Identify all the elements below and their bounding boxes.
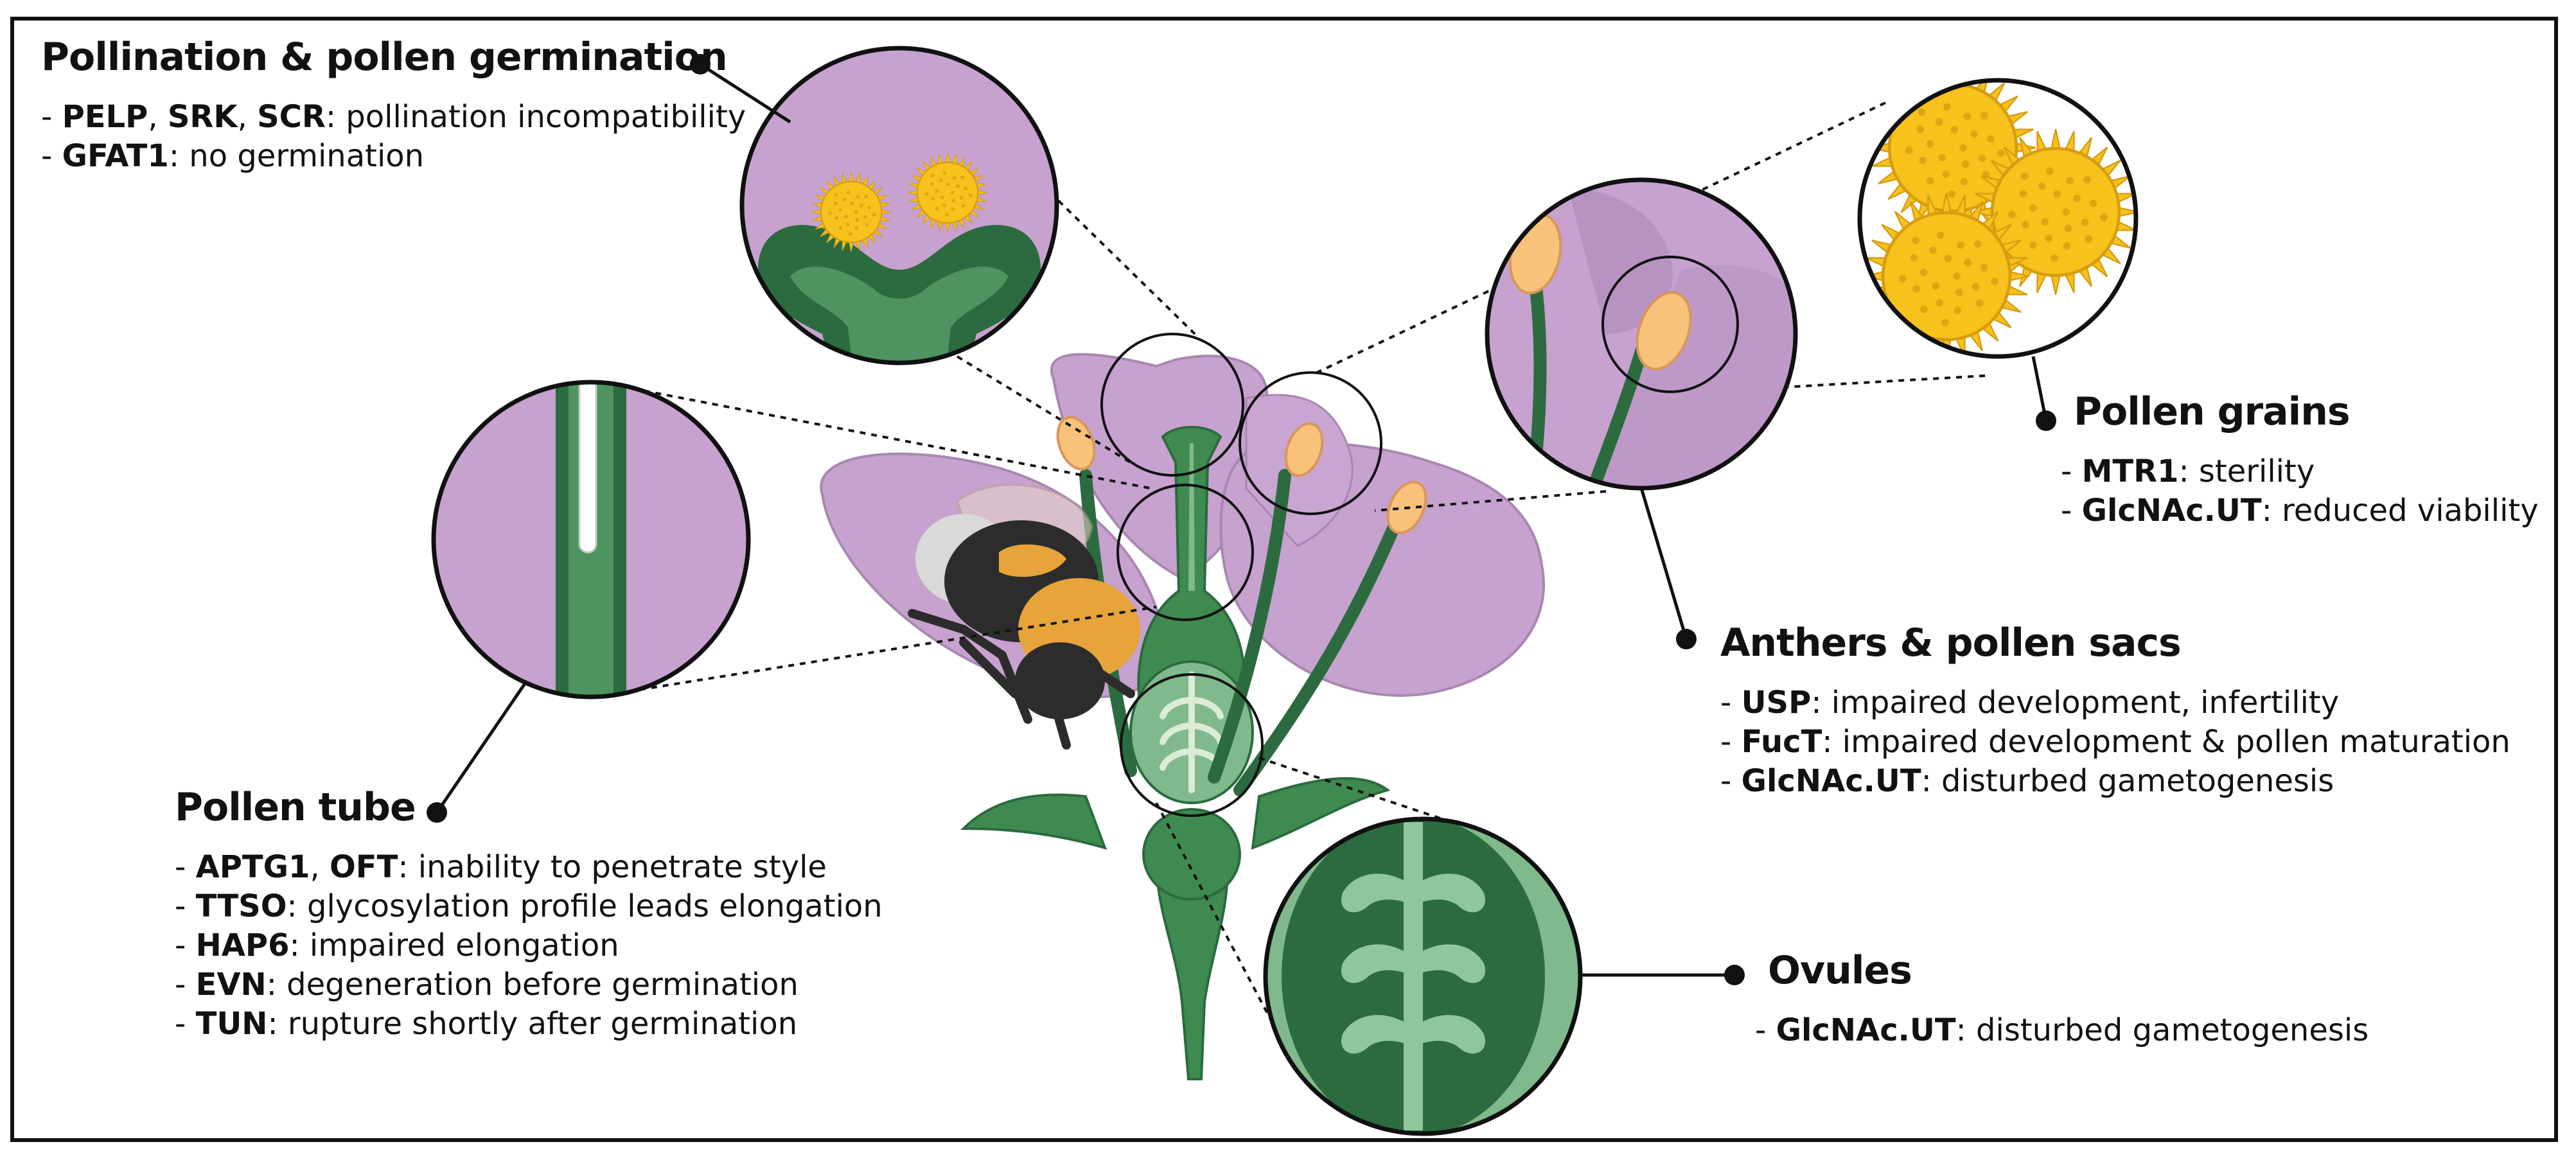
list-item: - TTSO: glycosylation profile leads elon…: [175, 888, 883, 924]
focus-stigma: [1100, 333, 1244, 477]
anther-icon: [1056, 416, 1096, 471]
item-list: - GlcNAc.UT: disturbed gametogenesis: [1755, 1011, 2369, 1050]
figure-frame: [10, 17, 2558, 1142]
section-title: Anthers & pollen sacs: [1720, 620, 2182, 665]
stigma-inner: [790, 267, 1009, 363]
section-pollination: Pollination & pollen germination - PELP,…: [41, 35, 746, 176]
gene-effect: degeneration before germination: [287, 967, 798, 1003]
focus-style: [1116, 484, 1254, 621]
gene-name: TUN: [195, 1006, 268, 1042]
section-title: Pollen tube: [175, 785, 416, 830]
gene-name: GFAT1: [62, 138, 169, 174]
gene-name: GlcNAc.UT: [1741, 763, 1921, 799]
list-item: - GlcNAc.UT: disturbed gametogenesis: [1755, 1012, 2369, 1048]
focus-anther: [1239, 371, 1382, 515]
gene-name: SRK: [167, 99, 238, 135]
bee-legs: [908, 609, 1135, 750]
zoom-pollen-tube: [431, 380, 751, 699]
section-ovules: Ovules - GlcNAc.UT: disturbed gametogene…: [1755, 948, 2369, 1050]
ovule-row: [1160, 671, 1224, 793]
gene-effect: inability to penetrate style: [418, 849, 827, 885]
stamen-filament-mid: [1208, 469, 1291, 784]
pollen-tube-icon: [578, 382, 597, 554]
zoom-pollen-grains: [1857, 78, 2139, 359]
gene-name: SCR: [257, 99, 326, 135]
section-anthers: Anthers & pollen sacs - USP: impaired de…: [1720, 620, 2510, 801]
leader-lines: [435, 62, 2048, 977]
stamen-filament-right: [1233, 520, 1400, 796]
list-item: - EVN: degeneration before germination: [175, 967, 798, 1003]
gene-name: TTSO: [195, 888, 287, 924]
section-title: Pollination & pollen germination: [41, 35, 728, 80]
bee-stripe: [999, 544, 1066, 577]
section-pollen-tube: Pollen tube - APTG1, OFT: inability to p…: [175, 785, 883, 1044]
anther-icon: [1284, 422, 1324, 477]
sepal-left: [960, 793, 1107, 850]
gene-name: USP: [1741, 685, 1812, 721]
receptacle: [1142, 808, 1241, 901]
gene-name: FucT: [1741, 724, 1822, 760]
list-item: - TUN: rupture shortly after germination: [175, 1006, 798, 1042]
gene-effect: pollination incompatibility: [346, 99, 746, 135]
list-item: - PELP, SRK, SCR: pollination incompatib…: [41, 99, 746, 135]
bee-illustration: [908, 484, 1140, 750]
item-list: - APTG1, OFT: inability to penetrate sty…: [175, 848, 883, 1044]
gene-effect: impaired elongation: [309, 927, 619, 963]
zoom-anther: [1485, 177, 1798, 491]
focus-circles: [1100, 333, 1382, 817]
list-item: - MTR1: sterility: [2061, 453, 2315, 489]
gene-effect: sterility: [2198, 453, 2315, 489]
item-list: - USP: impaired development, infertility…: [1720, 683, 2510, 801]
item-list: - PELP, SRK, SCR: pollination incompatib…: [41, 98, 746, 176]
gene-name: MTR1: [2081, 453, 2179, 489]
section-pollen-grains: Pollen grains - MTR1: sterility - GlcNAc.…: [2061, 389, 2539, 531]
gene-name: HAP6: [195, 927, 290, 963]
zoom-stigma: [739, 46, 1059, 365]
gene-name: GlcNAc.UT: [2081, 493, 2262, 529]
section-title: Pollen grains: [2074, 389, 2351, 434]
gene-effect: impaired development, infertility: [1831, 685, 2340, 721]
gene-name: APTG1: [195, 849, 310, 885]
gene-effect: disturbed gametogenesis: [1941, 763, 2334, 799]
sepal-right: [1251, 777, 1391, 850]
gene-effect: rupture shortly after germination: [287, 1006, 798, 1042]
gene-name: OFT: [329, 849, 398, 885]
gene-effect: impaired development & pollen maturation: [1842, 724, 2510, 760]
leader-dots: [427, 54, 2056, 985]
gene-effect: disturbed gametogenesis: [1976, 1012, 2369, 1048]
item-list: - MTR1: sterility - GlcNAc.UT: reduced vi…: [2061, 452, 2539, 531]
gene-name: EVN: [195, 967, 267, 1003]
list-item: - GFAT1: no germination: [41, 138, 425, 174]
list-item: - FucT: impaired development & pollen ma…: [1720, 724, 2510, 760]
list-item: - HAP6: impaired elongation: [175, 927, 619, 963]
style-canal: [1188, 443, 1195, 591]
list-item: - USP: impaired development, infertility: [1720, 685, 2340, 721]
gene-name: PELP: [62, 99, 148, 135]
list-item: - GlcNAc.UT: disturbed gametogenesis: [1720, 763, 2334, 799]
anther-icon: [1636, 291, 1692, 371]
gene-effect: reduced viability: [2282, 493, 2539, 529]
list-item: - GlcNAc.UT: reduced viability: [2061, 493, 2539, 529]
gene-name: GlcNAc.UT: [1776, 1012, 1956, 1048]
focus-ovary: [1120, 673, 1264, 817]
list-item: - APTG1, OFT: inability to penetrate sty…: [175, 849, 827, 885]
zoom-ovary: [1263, 816, 1583, 1136]
gene-effect: glycosylation profile leads elongation: [306, 888, 883, 924]
bee-head: [1015, 642, 1105, 719]
gene-effect: no germination: [189, 138, 425, 174]
section-title: Ovules: [1768, 948, 1912, 993]
ovule-icon: [1341, 874, 1485, 1054]
